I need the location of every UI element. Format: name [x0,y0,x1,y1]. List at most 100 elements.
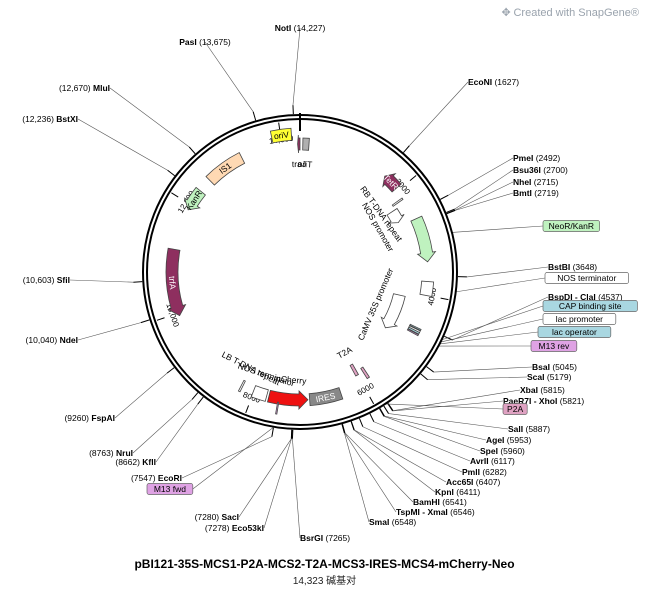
feature-label-ires: IRES [315,391,337,405]
plasmid-length: 14,323 碱基对 [292,576,357,587]
site-leader-line [204,41,254,112]
site-tspmi-xmai: TspMI - XmaI (6546) [396,507,475,517]
feature-cap-binding-site [409,323,422,332]
site-position: (6541) [442,497,467,507]
feature-tag-neor-kanr [542,220,600,232]
site-xbai: XbaI (5815) [520,385,565,395]
site-tick [420,373,428,381]
site-position: (2700) [543,165,568,175]
site-position: (6282) [482,467,507,477]
backbone [142,113,458,430]
site-leader-line [114,372,168,419]
feature-lb-t-dna-repeat [237,379,246,393]
site-position: (5887) [525,424,550,434]
site-bspdi-clai: BspDI - ClaI (4537) [548,292,623,302]
restriction-sites: NotI (14,227)PasI (13,675)(12,670) MluI(… [22,23,623,543]
site-position: (7265) [326,533,351,543]
site-leader-line [392,389,521,411]
site-position: (6407) [476,477,501,487]
feature-tag-label: NOS terminator [557,273,616,283]
site-name: NdeI [60,335,78,345]
site-bsu36i: Bsu36I (2700) [513,165,568,175]
site-leader-line [427,376,528,381]
site-nrui: (8763) NruI [89,448,133,458]
site-tick [383,405,390,414]
site-leader-line [77,118,168,171]
site-position: (5045) [552,362,577,372]
feature-m13-rev [406,328,419,337]
feature-m13-fwd [275,401,280,415]
site-pmli: PmlI (6282) [462,467,507,477]
feature-tag-label: lac promoter [556,314,603,324]
site-name: Bsu36I [513,165,543,175]
feature-nos-terminator [419,280,435,297]
feature-traj [297,134,301,154]
feature-tag-nos-terminator [544,272,629,284]
feature-label-traj: traJ [292,159,306,169]
feature-tag-label: M13 fwd [154,484,186,494]
site-smai: SmaI (6548) [369,517,416,527]
site-name: NheI [513,177,534,187]
feature-trfa [165,247,187,317]
site-name: SpeI [480,446,500,456]
site-tick [167,169,176,177]
feature-rb-t-dna-repeat [391,197,404,207]
feature-mcherry [267,389,309,410]
site-name: ScaI [527,372,547,382]
feature-label-trfa: trfA [167,276,178,290]
feature-tetr [382,172,402,193]
feature-tag-cap-binding-site [542,300,638,312]
site-name: BspDI - ClaI [548,292,598,302]
site-tick [140,319,150,324]
feature-tag-label: M13 rev [539,341,570,351]
site-tick [440,194,449,200]
feature-label-mcherry: mCherry [273,373,307,386]
site-tick [188,146,196,155]
feature-kanr [183,186,206,211]
plasmid-name: pBI121-35S-MCS1-P2A-MCS2-T2A-MCS3-IRES-M… [134,557,515,571]
site-tick [403,145,410,153]
site-tick [426,366,435,373]
site-pasi: PasI (13,675) [179,37,231,47]
site-position: (5815) [540,385,565,395]
site-bsrgi: BsrGI (7265) [300,533,350,543]
feature-t2a [349,363,360,377]
site-name: Acc65I [446,477,476,487]
feature-leader-line [441,305,544,341]
tick-mark [156,317,165,321]
site-name: TspMI - XmaI [396,507,450,517]
site-tick [341,424,345,434]
site-tick [379,408,385,417]
site-leader-line [362,426,463,473]
site-name: FspAI [91,413,115,423]
site-tick [446,208,455,213]
feature-tag-p2a [502,403,528,415]
site-position: (13,675) [199,37,231,47]
site-tick [369,413,375,422]
site-tick [350,421,355,431]
feature-label-t2a: T2A [335,344,354,360]
site-name: BamHI [413,497,442,507]
tick-mark [409,175,417,181]
site-leader-line [433,366,533,373]
feature-label-tetr: TetR [381,172,400,191]
site-position: (5179) [547,372,572,382]
feature-tag-m13-fwd [146,483,194,495]
site-tick [166,367,175,374]
tick-mark [369,396,375,405]
site-leader-line [292,438,301,539]
site-tick [446,209,456,215]
feature-leader-line [385,403,504,410]
site-leader-line [455,192,514,211]
site-name: EcoNI [468,77,494,87]
site-nhei: NheI (2715) [513,177,559,187]
site-tick [197,396,204,405]
site-leader-line [69,279,134,283]
site-name: BsaI [532,362,552,372]
site-agei: AgeI (5953) [486,435,532,445]
tick-mark [245,405,250,414]
tick-mark [171,192,179,198]
feature-tag-label: NeoR/KanR [549,221,594,231]
site-tick [252,111,257,121]
